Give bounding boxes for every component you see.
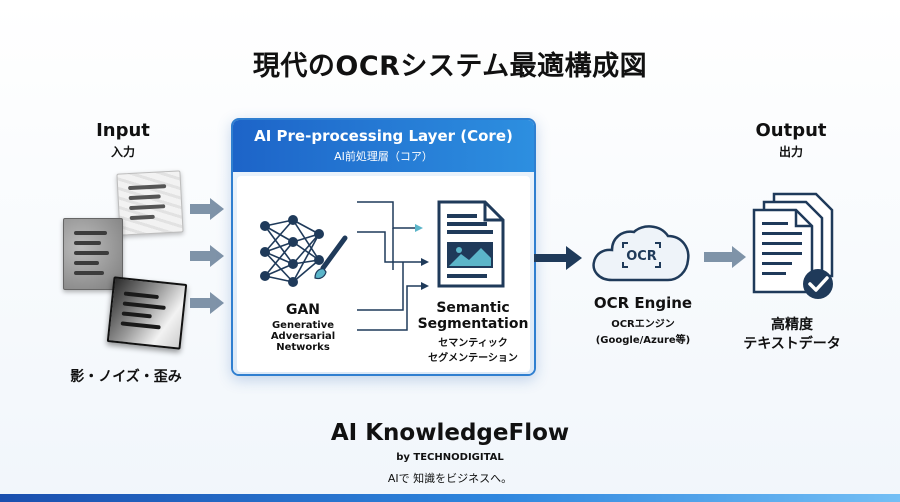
core-body: GAN Generative Adversarial Networks (233, 172, 534, 374)
noisy-document-icon (63, 218, 123, 290)
output-caption: 高精度 テキストデータ (722, 316, 862, 354)
output-heading-en: Output (755, 120, 827, 141)
brand-by: by TECHNODIGITAL (396, 452, 504, 463)
ocr-cloud-icon: OCR (592, 225, 690, 282)
input-caption: 影・ノイズ・歪み (70, 369, 182, 385)
core-header: AI Pre-processing Layer (Core) AI前処理層（コア… (233, 120, 534, 172)
gan-title: GAN (285, 302, 321, 318)
ocr-caption: OCR Engine OCRエンジン (Google/Azure等) (582, 294, 704, 346)
core-inner-panel: GAN Generative Adversarial Networks (237, 176, 530, 372)
seg-jp-2: セグメンテーション (428, 353, 518, 364)
output-heading-jp: 出力 (778, 145, 803, 159)
core-to-ocr-arrow (534, 246, 582, 270)
ocr-title: OCR Engine (593, 294, 693, 312)
input-heading-en: Input (96, 120, 150, 141)
output-caption-2: テキストデータ (743, 336, 841, 352)
gan-label: GAN Generative Adversarial Networks (241, 302, 365, 353)
seg-jp-1: セマンティック (438, 338, 508, 349)
seg-title-1: Semantic (436, 300, 510, 316)
input-arrow-middle (190, 245, 224, 267)
core-title-en: AI Pre-processing Layer (Core) (254, 127, 513, 145)
shadowed-document-icon (106, 276, 188, 350)
brand-tagline: AIで 知識をビジネスへ。 (387, 472, 513, 485)
bottom-accent-bar (0, 494, 900, 502)
seg-title-2: Segmentation (417, 316, 529, 332)
gan-line-2: Adversarial (270, 331, 336, 342)
ocr-cloud-text: OCR (626, 249, 657, 264)
segmentation-document-icon (437, 200, 505, 288)
connector-lines (357, 201, 429, 331)
input-heading: Input 入力 (88, 120, 158, 160)
ocr-sub: (Google/Azure等) (595, 335, 691, 346)
neural-network-icon (260, 215, 348, 287)
input-arrow-bottom (190, 292, 224, 314)
gan-line-1: Generative (271, 320, 335, 331)
output-documents-check-icon (752, 192, 834, 299)
segmentation-label: Semantic Segmentation セマンティック セグメンテーション (411, 300, 534, 364)
ocr-jp: OCRエンジン (611, 319, 675, 330)
output-caption-1: 高精度 (771, 317, 813, 333)
core-title-jp: AI前処理層（コア） (334, 150, 433, 163)
page-title: 現代のOCRシステム最適構成図 (252, 51, 648, 82)
input-arrow-top (190, 198, 224, 220)
ai-preprocessing-layer: AI Pre-processing Layer (Core) AI前処理層（コア… (231, 118, 536, 376)
output-heading: Output 出力 (748, 120, 834, 160)
gan-line-3: Networks (276, 342, 330, 353)
ocr-to-output-arrow (704, 246, 746, 268)
brand-name: AI KnowledgeFlow (330, 420, 570, 446)
input-heading-jp: 入力 (110, 145, 135, 159)
crumpled-document-icon (116, 170, 184, 236)
